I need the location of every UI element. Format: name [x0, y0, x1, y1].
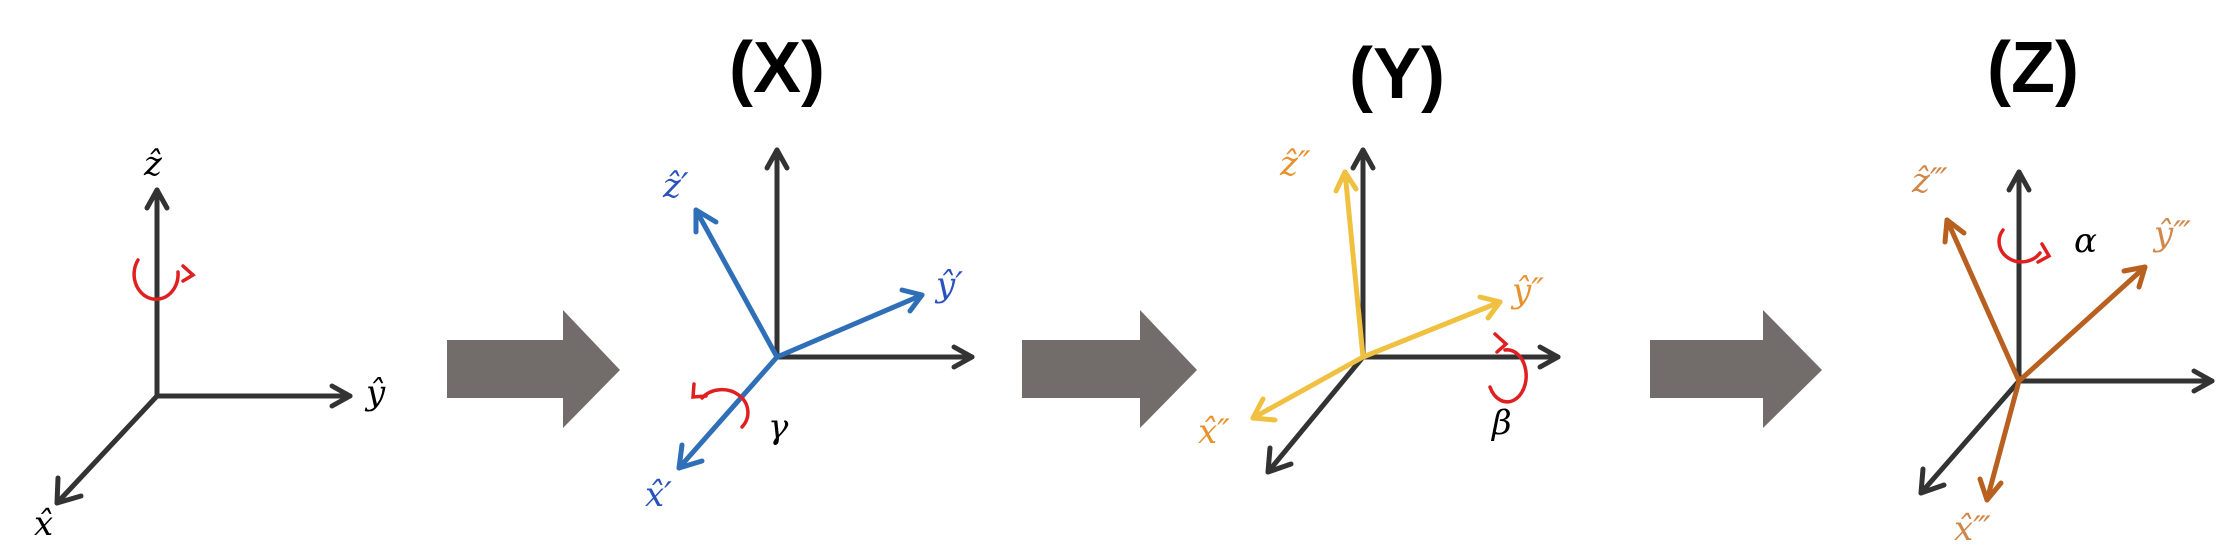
step-arrow-1 — [447, 310, 620, 428]
label-z-double-prime: ẑ″ — [1279, 144, 1311, 184]
label-z-hat: ẑ — [143, 144, 163, 184]
label-y-triple-prime: ŷ‴ — [2152, 214, 2191, 254]
rotation-arrow-z — [1997, 228, 2052, 264]
angle-alpha: α — [2074, 221, 2097, 261]
rotated-z-axis — [693, 207, 780, 360]
label-x-double-prime: x̂″ — [1198, 412, 1230, 452]
label-x-triple-prime: x̂‴ — [1954, 509, 1991, 549]
rotation-arrow-z — [132, 258, 196, 301]
label-y-prime: ŷ′ — [934, 265, 963, 305]
base-y-axis — [154, 383, 353, 409]
angle-beta: β — [1490, 403, 1512, 443]
rotation-arrow-y — [1488, 332, 1528, 404]
base-axes — [764, 147, 975, 370]
label-x-hat: x̂ — [34, 504, 53, 544]
base-x-axis — [54, 393, 160, 506]
rotated-x-axis — [676, 354, 780, 471]
panel-z: ẑ‴ ŷ‴ x̂‴ α — [1911, 161, 2215, 549]
rotated-x-axis — [1977, 378, 2022, 503]
base-axes — [1918, 169, 2215, 496]
panel-x: x̂′ ŷ′ ẑ′ γ — [645, 147, 975, 515]
base-z-axis — [144, 187, 170, 399]
rotated-y-axis — [2016, 264, 2148, 384]
panel-original: x̂ ŷ ẑ — [34, 144, 386, 544]
step-arrow-2 — [1022, 310, 1197, 428]
rotation-arrow-x — [691, 382, 750, 429]
panel-y: x̂″ ŷ″ ẑ″ β — [1198, 144, 1561, 475]
rotated-y-axis — [774, 287, 925, 360]
label-z-triple-prime: ẑ‴ — [1911, 161, 1948, 201]
label-y-hat: ŷ — [364, 373, 386, 413]
title-y: (Y) — [1349, 34, 1445, 114]
step-arrow-3 — [1650, 310, 1822, 428]
base-x-axis — [1265, 354, 1366, 475]
rotated-x-axis — [1250, 354, 1366, 423]
label-x-prime: x̂′ — [645, 475, 672, 515]
label-y-double-prime: ŷ″ — [1510, 271, 1544, 311]
title-x: (X) — [729, 28, 825, 108]
base-x-axis — [1918, 378, 2022, 496]
rotated-y-axis — [1360, 294, 1503, 360]
rotated-z-axis — [1333, 169, 1366, 360]
angle-gamma: γ — [768, 407, 789, 447]
title-z: (Z) — [1987, 28, 2079, 108]
rotated-z-axis — [1942, 217, 2022, 384]
base-axes — [1265, 147, 1561, 475]
label-z-prime: ẑ′ — [662, 166, 689, 206]
